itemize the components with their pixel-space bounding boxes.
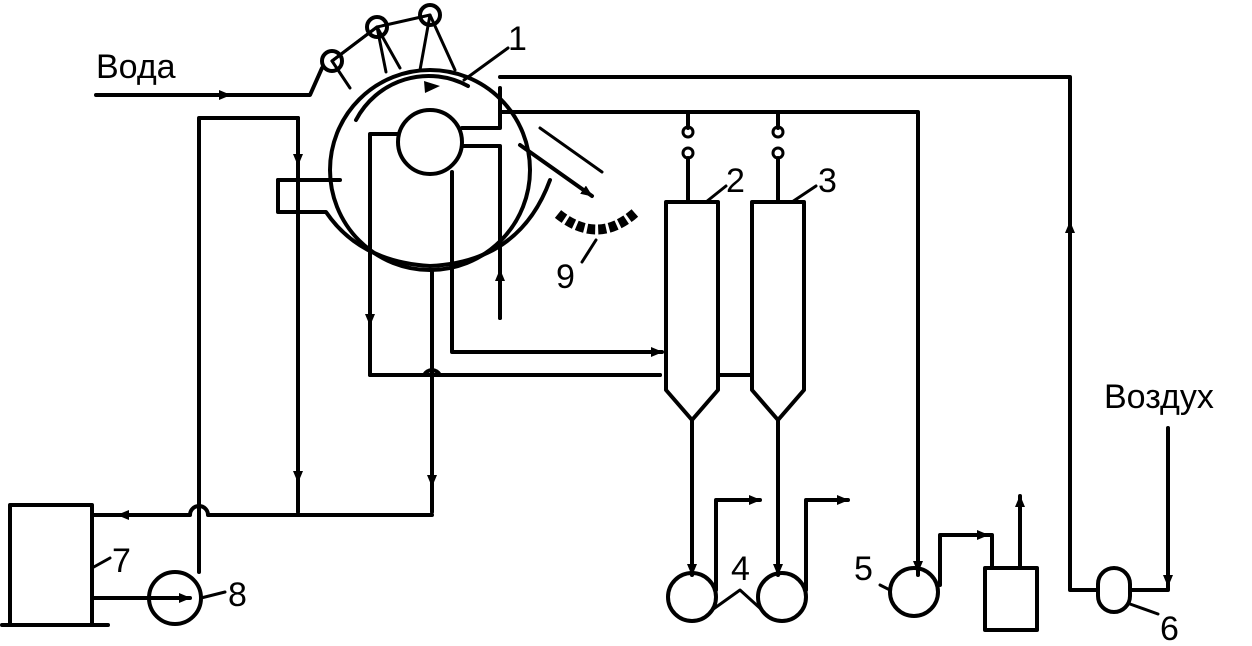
drum-hub — [396, 108, 464, 176]
roller-link-c — [418, 13, 432, 72]
separator-3-body — [750, 200, 806, 422]
rotation-arrow-head — [424, 81, 440, 93]
roller-link-d — [330, 25, 402, 70]
label-7: 7 — [112, 542, 131, 580]
roller-3 — [418, 3, 442, 27]
tank-7 — [0, 503, 112, 627]
vacuum-header — [498, 110, 920, 577]
label-4: 4 — [731, 550, 750, 588]
air-return-line — [498, 75, 1100, 592]
return-header-line — [90, 504, 434, 517]
drum-rotation-arc — [354, 73, 470, 122]
separator-2-leader — [704, 184, 728, 204]
filtrate-hop — [368, 368, 662, 377]
receiver-box — [983, 566, 1039, 632]
water-label: Вода — [96, 48, 176, 86]
cake-arrow-guide — [538, 126, 604, 174]
cake-leader — [580, 238, 598, 264]
sep2-valve-1 — [681, 125, 695, 139]
pump-8 — [90, 570, 227, 626]
blower-6 — [1096, 426, 1173, 616]
air-intake-line — [1128, 426, 1170, 592]
cake-pile — [554, 208, 640, 235]
vacuum-pump-5 — [878, 494, 1039, 632]
label-5: 5 — [854, 550, 873, 588]
hub-pipe-right-down — [460, 144, 502, 320]
label-8: 8 — [228, 576, 247, 614]
label-2: 2 — [726, 162, 745, 200]
separator-3-leader — [790, 184, 818, 204]
roller-link-b — [375, 25, 388, 74]
hub-pipe-right-top — [460, 86, 502, 130]
filter-trough — [276, 178, 552, 268]
tank-leader — [90, 556, 112, 570]
cake-arrow — [518, 143, 594, 198]
pressure-rollers — [320, 3, 457, 90]
label-1: 1 — [508, 20, 527, 58]
pump-4b — [756, 571, 808, 623]
label-9: 9 — [556, 258, 575, 296]
separator-2 — [664, 184, 728, 422]
roller-2 — [365, 15, 389, 39]
pump-4b-discharge — [804, 495, 850, 592]
separator-2-body — [664, 200, 720, 422]
pump-5-leader — [878, 583, 892, 592]
blower-6-leader — [1128, 602, 1160, 616]
label-6: 6 — [1160, 610, 1179, 646]
drum-filter — [276, 68, 662, 514]
drum-leader — [462, 46, 510, 82]
pumps-4-leader — [710, 588, 764, 612]
hub-pipe-to-separator — [450, 170, 662, 354]
pumps-4 — [666, 495, 850, 623]
blower-6-body — [1096, 566, 1132, 614]
roller-1 — [320, 49, 344, 73]
air-label: Воздух — [1104, 378, 1214, 416]
sep3-valve-1 — [771, 125, 785, 139]
roller-link-a — [330, 59, 352, 90]
pump-5-body — [888, 566, 940, 618]
pump-4a-discharge — [714, 495, 762, 592]
drum-outer-circle — [328, 68, 532, 272]
pump-8-leader — [199, 590, 227, 600]
pump-4a — [666, 571, 718, 623]
wash-return-loop — [197, 116, 300, 514]
label-3: 3 — [818, 162, 837, 200]
water-inlet-line — [94, 66, 324, 97]
tank-body — [8, 503, 94, 627]
separator-3 — [750, 184, 818, 422]
